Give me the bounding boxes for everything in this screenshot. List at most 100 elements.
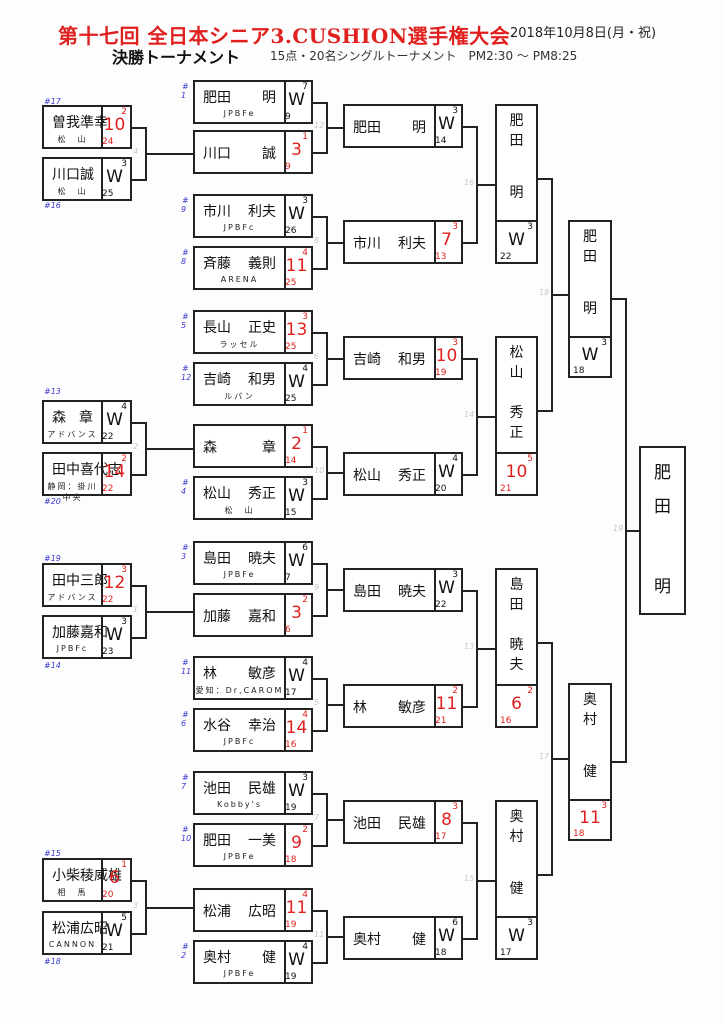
tournament-title: 第十七回 全日本シニア3.CUSHION選手権大会 <box>58 24 511 48</box>
seed-hash: # <box>182 364 189 373</box>
given-name: 三郎 <box>80 573 108 589</box>
family-name: 森 <box>52 410 66 426</box>
player-name: 川口誠 <box>52 164 94 184</box>
name-char: 明 <box>509 185 524 201</box>
family-name: 加藤 <box>203 609 231 625</box>
high-run: 19 <box>285 920 297 930</box>
innings-count: 3 <box>302 478 308 488</box>
match-score: W <box>581 345 599 365</box>
bracket-line <box>462 242 477 244</box>
bracket-line <box>312 615 327 617</box>
high-run: 19 <box>285 803 297 813</box>
family-name: 松山 <box>203 486 231 502</box>
given-name: 敏彦 <box>248 666 276 682</box>
innings-count: 4 <box>302 942 308 952</box>
name-char: 奥 <box>509 809 524 825</box>
match-score: 10 <box>505 462 528 482</box>
innings-count: 4 <box>452 454 458 464</box>
seed-number: 7 <box>181 782 187 791</box>
given-name: 健 <box>262 950 276 966</box>
player-name-cell: 森章 <box>195 426 286 466</box>
high-run: 21 <box>435 716 447 726</box>
family-name: 肥田 <box>203 833 231 849</box>
high-run: 7 <box>285 573 291 583</box>
innings-count: 1 <box>302 426 308 436</box>
seed-hash: # <box>182 942 189 951</box>
bracket-line <box>312 446 327 448</box>
innings-count: 3 <box>452 222 458 232</box>
match-score: W <box>288 950 305 970</box>
player-name-vertical: 肥田明 <box>570 222 610 338</box>
bracket-line <box>312 152 327 154</box>
given-name: 幸治 <box>248 718 276 734</box>
player-name-cell: 肥田明 <box>345 106 436 146</box>
bracket-line <box>537 874 552 876</box>
name-char: 暁 <box>509 637 524 653</box>
bracket-line <box>131 880 146 882</box>
seed-hash: # <box>182 248 189 257</box>
seed-hash: # <box>182 825 189 834</box>
seed-hash: # <box>182 196 189 205</box>
high-run: 17 <box>500 948 512 958</box>
bracket-line <box>462 358 477 360</box>
bracket-line <box>476 416 495 418</box>
family-name: 曽我 <box>52 115 80 131</box>
champion-box[interactable]: 肥田明 <box>639 446 686 615</box>
match-score: 11 <box>579 808 601 828</box>
player-name-cell: 島田暁夫 <box>345 570 436 610</box>
high-run: 18 <box>573 366 585 376</box>
player-name: 田中三郎 <box>52 570 108 590</box>
high-run: 22 <box>102 595 114 605</box>
match-score: 7 <box>441 230 452 250</box>
seed-number: 1 <box>181 91 187 100</box>
seed-number: 6 <box>181 719 187 728</box>
match-score: 9 <box>291 833 302 853</box>
champion-name-char: 明 <box>654 577 671 597</box>
player-name: 松浦広昭 <box>203 901 276 921</box>
innings-count: 2 <box>121 454 127 464</box>
player-name: 奥村健 <box>353 929 426 949</box>
seed-label: #20 <box>44 497 61 506</box>
match-score: W <box>288 551 305 571</box>
